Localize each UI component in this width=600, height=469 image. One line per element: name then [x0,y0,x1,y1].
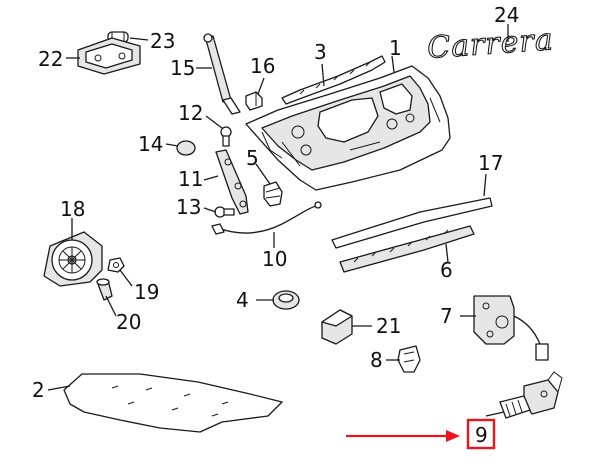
fan-part [43,231,103,287]
nut-part [107,257,125,273]
callout-7: 7 [440,304,453,328]
lamp-housing-part [77,37,141,75]
leader-lines [47,24,509,417]
deck-lid-part [245,65,451,191]
lower-seal-part [339,225,475,273]
buffer-part [263,181,283,207]
bump-stop-part [176,140,196,156]
bracket-part [321,309,353,345]
callout-13: 13 [176,195,201,219]
callout-20: 20 [116,310,141,334]
callout-19: 19 [134,280,159,304]
callout-18: 18 [60,197,85,221]
callout-3: 3 [314,40,327,64]
callout-14: 14 [138,132,163,156]
callout-5: 5 [246,146,259,170]
release-cable-part [211,201,322,235]
gas-strut-part [203,33,241,115]
gasket-strip-part [281,55,386,105]
hinge-part [215,149,249,215]
callout-15: 15 [170,56,195,80]
callout-17: 17 [478,151,503,175]
bolt-part [220,126,232,147]
plug-part [272,290,300,310]
highlight-box [466,418,496,450]
highlight-arrow [346,430,460,442]
callout-8: 8 [370,348,383,372]
screw-part [214,206,235,218]
carrera-emblem: Carrera [426,22,555,66]
callout-21: 21 [376,314,401,338]
clip-part [397,345,421,373]
grommet-part [96,278,113,301]
callout-9-highlighted: 9 [475,423,488,447]
callout-11: 11 [178,167,203,191]
latch-part [473,295,549,361]
callout-23: 23 [150,29,175,53]
callout-4: 4 [236,288,249,312]
stud-part [245,91,263,111]
callout-10: 10 [262,247,287,271]
callout-22: 22 [38,47,63,71]
insulation-pad-part [63,373,283,433]
trim-strip-part [331,197,493,249]
callout-16: 16 [250,54,275,78]
callout-24: 24 [494,3,519,27]
callout-6: 6 [440,258,453,282]
latch-actuator-part [499,371,563,419]
callout-1: 1 [389,36,402,60]
callout-2: 2 [32,378,45,402]
callout-12: 12 [178,101,203,125]
